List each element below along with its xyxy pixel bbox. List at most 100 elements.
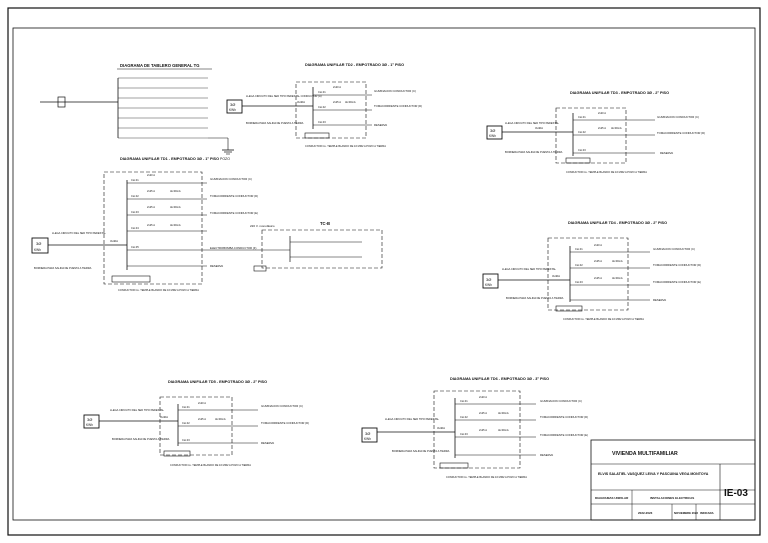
svg-text:2x20 A: 2x20 A xyxy=(598,111,606,115)
svg-text:TOMACORRIENTE CONDUCTOR (D): TOMACORRIENTE CONDUCTOR (D) xyxy=(657,131,705,135)
svg-text:CONDUCTOR Cu. TEMPLE BLANDO DE: CONDUCTOR Cu. TEMPLE BLANDO DE 16 MM2 A … xyxy=(170,463,251,467)
panel-td6: DIAGRAMA UNIFILAR TD6 - EMPOTRADO 3Ø - 3… xyxy=(361,377,588,479)
svg-text:3x40A: 3x40A xyxy=(437,426,445,430)
td2-title: DIAGRAMA UNIFILAR TD2 - EMPOTRADO 3Ø - 1… xyxy=(305,63,404,67)
svg-text:Cto.03: Cto.03 xyxy=(131,210,139,214)
svg-text:CONDUCTOR Cu. TEMPLE BLANDO DE: CONDUCTOR Cu. TEMPLE BLANDO DE 16 MM2 A … xyxy=(566,170,647,174)
td1-meter xyxy=(31,237,49,254)
panel-td1: DIAGRAMA UNIFILAR TD1 - EMPOTRADO 3Ø - 1… xyxy=(31,157,258,292)
svg-text:TOMACORRIENTE CONDUCTOR (D): TOMACORRIENTE CONDUCTOR (D) xyxy=(374,104,422,108)
svg-text:Cto.03: Cto.03 xyxy=(182,438,190,442)
svg-text:LLEGA CIRCUITO DEL SED TIPO PE: LLEGA CIRCUITO DEL SED TIPO PEDESTAL xyxy=(385,417,440,421)
svg-text:ILUMINACION CONDUCTOR (C): ILUMINACION CONDUCTOR (C) xyxy=(653,247,695,251)
svg-text:RESERVA: RESERVA xyxy=(653,298,666,302)
td1-enclosure xyxy=(103,171,203,285)
svg-text:I∆=30mA: I∆=30mA xyxy=(612,276,623,280)
panel-td4: DIAGRAMA UNIFILAR TD4 - EMPOTRADO 3Ø - 2… xyxy=(482,221,701,321)
general-board-diagram: DIAGRAMA DE TABLERO GENERAL TG POZO xyxy=(40,63,234,161)
svg-text:2x20 A: 2x20 A xyxy=(333,85,341,89)
svg-text:Cto.02: Cto.02 xyxy=(318,105,326,109)
svg-text:RESERVA: RESERVA xyxy=(261,441,274,445)
svg-text:Cto.03: Cto.03 xyxy=(578,148,586,152)
svg-text:2x25 A: 2x25 A xyxy=(147,223,155,227)
svg-text:LLEGA CIRCUITO DEL SED TIPO PE: LLEGA CIRCUITO DEL SED TIPO PEDESTAL xyxy=(502,267,557,271)
svg-text:KWh: KWh xyxy=(489,134,496,138)
svg-text:Cto.01: Cto.01 xyxy=(131,178,139,182)
td6-ground-bar xyxy=(439,462,469,469)
title-block: VIVIENDA MULTIFAMILIAR ELVIS SALATIEL VA… xyxy=(590,439,756,521)
td5-enclosure xyxy=(159,396,233,456)
svg-text:KWh: KWh xyxy=(34,248,41,252)
sheet-inner-border xyxy=(12,27,756,521)
svg-text:KWh: KWh xyxy=(86,423,93,427)
svg-text:3Ø: 3Ø xyxy=(36,241,41,246)
svg-text:Cto.05: Cto.05 xyxy=(131,245,139,249)
svg-text:3Ø: 3Ø xyxy=(490,128,495,133)
svg-text:CONDUCTOR Cu. TEMPLE BLANDO DE: CONDUCTOR Cu. TEMPLE BLANDO DE 16 MM2 A … xyxy=(563,317,644,321)
svg-text:LLEGA CIRCUITO DEL SED TIPO PE: LLEGA CIRCUITO DEL SED TIPO PEDESTAL xyxy=(52,231,107,235)
svg-text:3x40A: 3x40A xyxy=(535,126,543,130)
svg-text:BORNERA PARA SALIDA DE PUESTA: BORNERA PARA SALIDA DE PUESTA A TIERRA xyxy=(392,449,450,453)
svg-text:3x40A: 3x40A xyxy=(297,100,305,104)
svg-text:I∆=30mA: I∆=30mA xyxy=(170,205,181,209)
td5-meter xyxy=(83,414,100,429)
specialty: INSTALACIONES ELECTRICAS xyxy=(650,496,694,500)
svg-text:2x20 A: 2x20 A xyxy=(198,401,206,405)
svg-text:2x25 A: 2x25 A xyxy=(147,189,155,193)
svg-text:TOMACORRIENTE CONDUCTOR (E): TOMACORRIENTE CONDUCTOR (E) xyxy=(540,433,588,437)
svg-text:3Ø: 3Ø xyxy=(230,102,235,107)
svg-text:KWh: KWh xyxy=(229,108,236,112)
svg-text:3x40A: 3x40A xyxy=(160,415,168,419)
svg-text:TOMACORRIENTE CONDUCTOR (D): TOMACORRIENTE CONDUCTOR (D) xyxy=(261,421,309,425)
svg-text:TOMACORRIENTE CONDUCTOR (E): TOMACORRIENTE CONDUCTOR (E) xyxy=(653,280,701,284)
svg-text:I∆=30mA: I∆=30mA xyxy=(498,428,509,432)
svg-text:Cto.01: Cto.01 xyxy=(578,115,586,119)
svg-text:BORNERA PARA SALIDA DE PUESTA: BORNERA PARA SALIDA DE PUESTA A TIERRA xyxy=(246,121,304,125)
svg-text:I∆=30mA: I∆=30mA xyxy=(215,417,226,421)
svg-text:BORNERA PARA SALIDA DE PUESTA: BORNERA PARA SALIDA DE PUESTA A TIERRA xyxy=(506,296,564,300)
ground-label: POZO xyxy=(220,157,230,161)
svg-text:BORNERA PARA SALIDA DE PUESTA: BORNERA PARA SALIDA DE PUESTA A TIERRA xyxy=(34,266,92,270)
svg-text:ILUMINACION CONDUCTOR (C): ILUMINACION CONDUCTOR (C) xyxy=(657,115,699,119)
svg-text:Cto.04: Cto.04 xyxy=(131,226,139,230)
svg-text:2x20 A: 2x20 A xyxy=(479,395,487,399)
svg-text:Cto.02: Cto.02 xyxy=(575,263,583,267)
svg-text:Cto.03: Cto.03 xyxy=(460,432,468,436)
svg-text:Cto.03: Cto.03 xyxy=(318,120,326,124)
svg-text:3Ø: 3Ø xyxy=(486,277,491,282)
svg-text:I∆=30mA: I∆=30mA xyxy=(498,411,509,415)
svg-text:RESERVA: RESERVA xyxy=(540,453,553,457)
drawing-title: DIAGRAMAS UNIFILAR xyxy=(595,496,629,500)
svg-text:ILUMINACION CONDUCTOR (C): ILUMINACION CONDUCTOR (C) xyxy=(210,177,252,181)
td4-enclosure xyxy=(547,237,629,311)
sheet-number: IE-03 xyxy=(724,488,748,499)
svg-text:3Ø: 3Ø xyxy=(87,417,92,422)
sheet-outer-border xyxy=(7,7,761,536)
td2-meter xyxy=(226,99,243,114)
svg-text:TOMACORRIENTE CONDUCTOR (E): TOMACORRIENTE CONDUCTOR (E) xyxy=(210,211,258,215)
svg-text:Cto.01: Cto.01 xyxy=(182,405,190,409)
svg-text:Cto.01: Cto.01 xyxy=(460,399,468,403)
svg-text:LLEGA CIRCUITO DEL SED TIPO PE: LLEGA CIRCUITO DEL SED TIPO PEDESTAL xyxy=(110,408,165,412)
svg-text:3Ø: 3Ø xyxy=(365,431,370,436)
svg-text:Cto.02: Cto.02 xyxy=(578,130,586,134)
scale: INDICADA xyxy=(700,511,714,515)
svg-text:CONDUCTOR Cu. TEMPLE BLANDO DE: CONDUCTOR Cu. TEMPLE BLANDO DE 16 MM2 A … xyxy=(118,288,199,292)
td3-enclosure xyxy=(555,107,627,164)
td1-title: DIAGRAMA UNIFILAR TD1 - EMPOTRADO 3Ø - 1… xyxy=(120,157,219,161)
svg-text:ELECTROBOMBA CONDUCTOR (F): ELECTROBOMBA CONDUCTOR (F) xyxy=(210,246,256,250)
td5-title: DIAGRAMA UNIFILAR TD5 - EMPOTRADO 3Ø - 2… xyxy=(168,380,267,384)
td1-ground-bar xyxy=(111,275,151,283)
svg-text:BORNERA PARA SALIDA DE PUESTA: BORNERA PARA SALIDA DE PUESTA A TIERRA xyxy=(112,437,170,441)
td4-meter xyxy=(482,273,499,289)
svg-text:2x25 A: 2x25 A xyxy=(479,411,487,415)
panel-td2: DIAGRAMA UNIFILAR TD2 - EMPOTRADO 3Ø - 1… xyxy=(226,63,422,148)
svg-text:TOMACORRIENTE CONDUCTOR (D): TOMACORRIENTE CONDUCTOR (D) xyxy=(210,194,258,198)
svg-text:ILUMINACION CONDUCTOR (C): ILUMINACION CONDUCTOR (C) xyxy=(261,404,303,408)
svg-text:I∆=30mA: I∆=30mA xyxy=(170,223,181,227)
svg-text:2x25 A: 2x25 A xyxy=(333,100,341,104)
svg-text:I∆=30mA: I∆=30mA xyxy=(345,100,356,104)
svg-text:2x25 A: 2x25 A xyxy=(198,417,206,421)
svg-text:TOMACORRIENTE CONDUCTOR (D): TOMACORRIENTE CONDUCTOR (D) xyxy=(540,415,588,419)
svg-text:Cto.02: Cto.02 xyxy=(460,415,468,419)
